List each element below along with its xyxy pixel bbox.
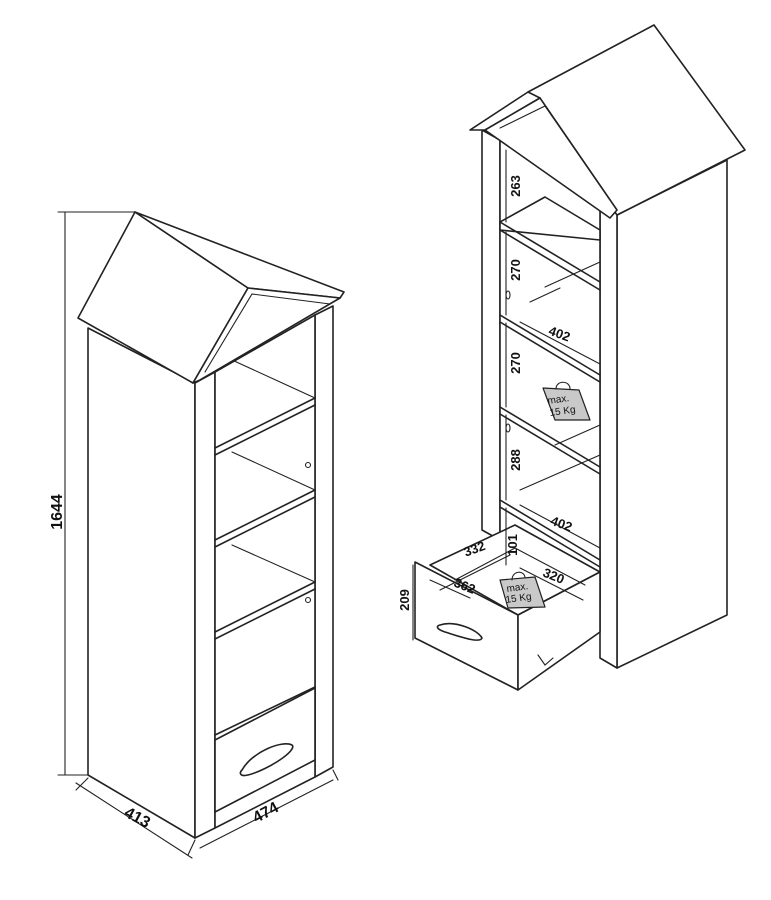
drawer-weight-bag: max. 15 Kg bbox=[499, 571, 546, 609]
weight-bag-icon bbox=[499, 576, 546, 609]
shelf-weight-line1: max. bbox=[547, 393, 570, 407]
left-front-post bbox=[194, 371, 216, 839]
right-drawer bbox=[414, 524, 601, 691]
drawer-depth-dimension: 332 bbox=[462, 538, 488, 560]
right-cabinet: max. 15 Kg max. 15 Kg 263 270 270 288 10… bbox=[397, 24, 746, 691]
drawer-handle-icon bbox=[239, 743, 294, 777]
left-shelves bbox=[214, 359, 316, 736]
shelf-width-upper: 402 bbox=[547, 323, 573, 345]
right-dimension-lines bbox=[412, 149, 601, 641]
gap-2-dimension: 270 bbox=[508, 259, 523, 281]
gap-3-dimension: 270 bbox=[508, 352, 523, 374]
gap-4-dimension: 288 bbox=[508, 449, 523, 471]
right-side-panel bbox=[616, 159, 728, 669]
left-dimensions bbox=[57, 211, 339, 859]
weight-bag-icon bbox=[542, 387, 591, 421]
left-cabinet: 1644 413 474 bbox=[49, 211, 345, 859]
front-right-post bbox=[599, 199, 618, 669]
drawer-weight-line2: 15 Kg bbox=[505, 591, 532, 606]
right-shelves bbox=[499, 196, 601, 568]
right-roof bbox=[469, 24, 746, 219]
left-side-panel bbox=[87, 327, 196, 839]
height-dimension: 1644 bbox=[49, 494, 66, 530]
drawer-weight-line1: max. bbox=[506, 581, 529, 595]
left-drawer bbox=[214, 687, 316, 813]
drawer-gap-dimension: 101 bbox=[505, 534, 520, 556]
drawer-height-dimension: 209 bbox=[397, 589, 412, 611]
shelf-weight-line2: 15 Kg bbox=[549, 404, 576, 419]
gap-1-dimension: 263 bbox=[508, 175, 523, 197]
shelf-width-lower: 402 bbox=[549, 513, 575, 535]
drawer-handle-icon bbox=[436, 622, 483, 641]
right-front-post bbox=[314, 305, 334, 778]
shelf-weight-bag: max. 15 Kg bbox=[542, 381, 591, 421]
left-roof bbox=[77, 211, 345, 384]
front-left-post bbox=[481, 129, 501, 541]
